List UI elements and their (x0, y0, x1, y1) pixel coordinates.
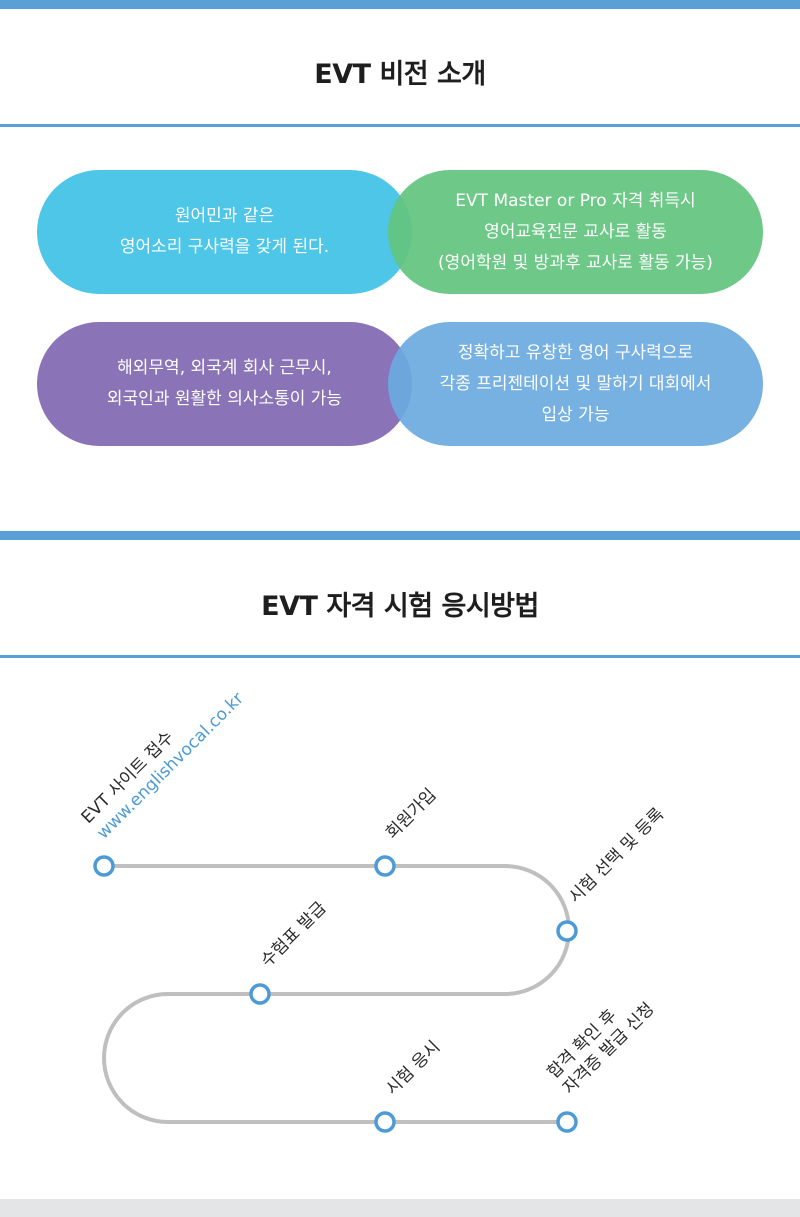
vision-pill-native-pronunciation: 원어민과 같은 영어소리 구사력을 갖게 된다. (37, 170, 412, 294)
process-path-line (102, 864, 571, 1124)
pill-text-line: 입상 가능 (541, 404, 610, 425)
vision-title-divider (0, 124, 800, 127)
top-accent-bar (0, 0, 800, 9)
section-accent-bar (0, 531, 800, 540)
pill-text-line: EVT Master or Pro 자격 취득시 (455, 190, 696, 211)
pill-text-line: 영어교육전문 교사로 활동 (484, 221, 667, 242)
pill-text-line: 원어민과 같은 (174, 206, 275, 226)
pill-text-line: 외국인과 원활한 의사소통이 가능 (106, 389, 343, 409)
step-node-3 (556, 920, 578, 942)
pill-text-line: 정확하고 유창한 영어 구사력으로 (457, 342, 694, 363)
pill-text-line: 각종 프리젠테이션 및 말하기 대회에서 (439, 373, 712, 394)
method-section-title: EVT 자격 시험 응시방법 (261, 591, 539, 622)
step-node-5 (374, 1111, 396, 1133)
step-node-6 (556, 1111, 578, 1133)
pill-text-line: 영어소리 구사력을 갖게 된다. (119, 237, 330, 257)
vision-section-title: EVT 비전 소개 (314, 59, 486, 90)
method-title-divider (0, 655, 800, 658)
step-node-1 (93, 855, 115, 877)
pill-text-line: (영어학원 및 방과후 교사로 활동 가능) (438, 252, 713, 273)
step-node-2 (374, 855, 396, 877)
vision-pill-teacher-qualification: EVT Master or Pro 자격 취득시 영어교육전문 교사로 활동 (… (388, 170, 763, 294)
vision-pill-business-communication: 해외무역, 외국계 회사 근무시, 외국인과 원활한 의사소통이 가능 (37, 322, 412, 446)
footer-bar (0, 1199, 800, 1217)
vision-pill-presentation-awards: 정확하고 유창한 영어 구사력으로 각종 프리젠테이션 및 말하기 대회에서 입… (388, 322, 763, 446)
pill-text-line: 해외무역, 외국계 회사 근무시, (117, 358, 332, 378)
step-node-4 (249, 983, 271, 1005)
